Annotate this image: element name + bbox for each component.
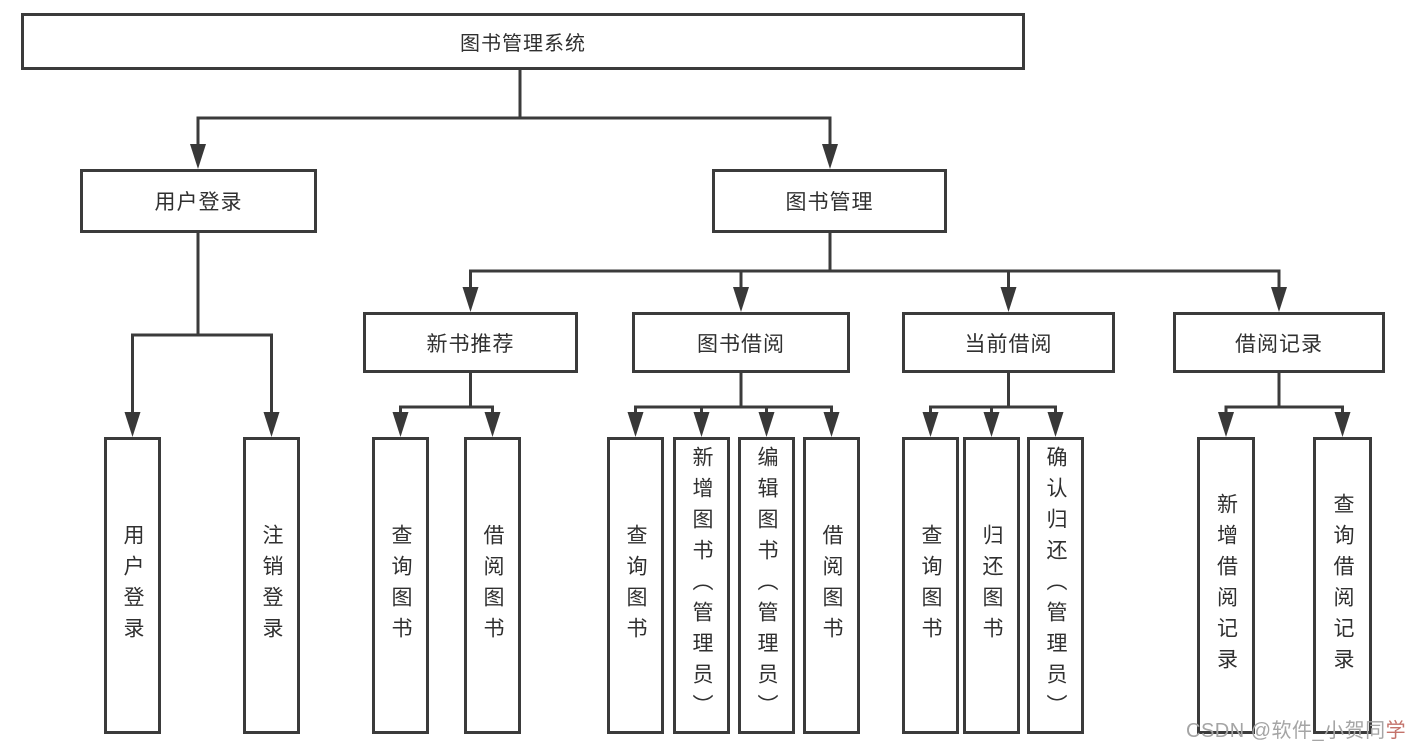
node-new-book-recommend: 新书推荐	[363, 312, 578, 373]
leaf-confirm-return-admin: 确认归还（管理员）	[1027, 437, 1084, 734]
leaf-user-login-label: 用户登录	[121, 523, 144, 648]
leaf-query-books-current-label: 查询图书	[919, 523, 942, 648]
tree-edges	[131, 68, 1344, 429]
node-book-management: 图书管理	[712, 169, 947, 233]
leaf-add-books-admin: 新增图书（管理员）	[673, 437, 730, 734]
csdn-watermark-text: CSDN @软件_小贺同	[1186, 720, 1386, 742]
leaf-edit-books-admin: 编辑图书（管理员）	[738, 437, 795, 734]
node-root-system: 图书管理系统	[21, 13, 1025, 70]
leaf-query-books-borrow-label: 查询图书	[624, 523, 647, 648]
node-new-book-recommend-label: 新书推荐	[426, 332, 515, 356]
leaf-borrow-books-recommend-label: 借阅图书	[481, 523, 504, 648]
leaf-borrow-books: 借阅图书	[803, 437, 860, 734]
node-root-label: 图书管理系统	[460, 33, 586, 55]
node-user-login-label: 用户登录	[154, 191, 243, 214]
node-book-borrow: 图书借阅	[632, 312, 850, 373]
leaf-query-borrow-record: 查询借阅记录	[1313, 437, 1372, 734]
arrowhead-icons	[124, 144, 1351, 437]
leaf-query-books-recommend-label: 查询图书	[389, 523, 412, 648]
leaf-add-borrow-record: 新增借阅记录	[1197, 437, 1255, 734]
leaf-add-books-admin-label: 新增图书（管理员）	[690, 446, 713, 725]
leaf-query-books-recommend: 查询图书	[372, 437, 429, 734]
leaf-query-books-borrow: 查询图书	[607, 437, 664, 734]
leaf-confirm-return-admin-label: 确认归还（管理员）	[1044, 446, 1067, 725]
leaf-logout-label: 注销登录	[260, 523, 283, 648]
leaf-logout: 注销登录	[243, 437, 300, 734]
csdn-watermark: CSDN @软件_小贺同学	[1186, 714, 1405, 743]
node-book-management-label: 图书管理	[785, 191, 874, 214]
leaf-edit-books-admin-label: 编辑图书（管理员）	[755, 446, 778, 725]
leaf-query-borrow-record-label: 查询借阅记录	[1331, 492, 1354, 679]
leaf-user-login: 用户登录	[104, 437, 161, 734]
node-book-borrow-label: 图书借阅	[697, 332, 785, 356]
leaf-return-books: 归还图书	[963, 437, 1020, 734]
leaf-borrow-books-recommend: 借阅图书	[464, 437, 521, 734]
node-current-borrow: 当前借阅	[902, 312, 1115, 373]
node-user-login: 用户登录	[80, 169, 317, 233]
leaf-borrow-books-label: 借阅图书	[820, 523, 843, 648]
leaf-return-books-label: 归还图书	[980, 523, 1003, 648]
csdn-watermark-accent: 学	[1385, 720, 1405, 742]
leaf-query-books-current: 查询图书	[902, 437, 959, 734]
node-current-borrow-label: 当前借阅	[964, 332, 1053, 356]
leaf-add-borrow-record-label: 新增借阅记录	[1214, 492, 1238, 679]
node-borrow-records-label: 借阅记录	[1235, 332, 1323, 356]
node-borrow-records: 借阅记录	[1173, 312, 1385, 373]
